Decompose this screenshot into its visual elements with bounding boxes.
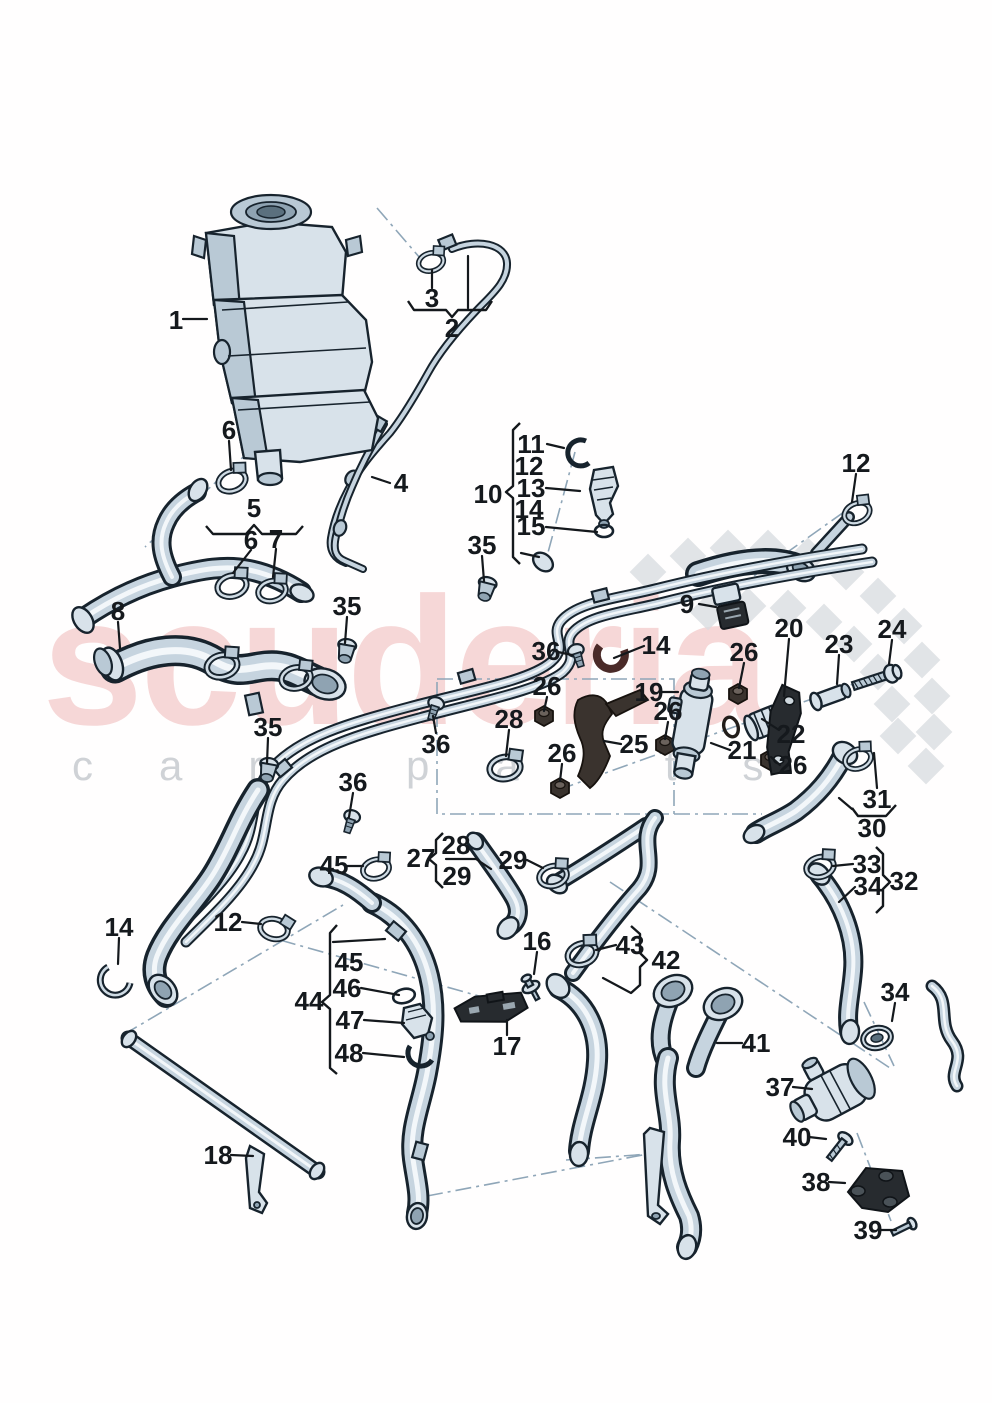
bolt-23 [809, 682, 852, 712]
bracket-38 [846, 1166, 911, 1214]
big-coolant-hose [92, 643, 347, 717]
pin-16 [520, 973, 541, 1002]
expansion-tank [190, 193, 380, 487]
clamp-12-top [838, 491, 877, 527]
hose-lower-left [143, 790, 258, 1011]
nut-26-c [728, 683, 748, 705]
bracket-group-2 [407, 300, 493, 319]
coolant-pipes-and-hoses [71, 193, 958, 1261]
clip-48 [405, 1044, 435, 1069]
y-hose [71, 477, 315, 634]
clamp-6-upper [213, 459, 253, 495]
screw-39 [889, 1216, 918, 1237]
bracket-group-42 [630, 925, 649, 994]
pipe-18 [119, 1029, 327, 1215]
hose-30 [742, 740, 859, 845]
clamp-33 [802, 846, 841, 880]
clamp-45 [359, 849, 396, 881]
pipe-bracket-strap [244, 1144, 269, 1215]
screw-24 [850, 663, 903, 692]
bracket-17 [453, 990, 529, 1023]
group-brackets [205, 300, 897, 1075]
bracket-25 [573, 688, 650, 790]
leader-lines [116, 254, 898, 1232]
valve-19 [667, 667, 714, 780]
clip-11 [565, 437, 591, 469]
bolt-35-a [473, 574, 499, 604]
screw-40 [825, 1131, 854, 1163]
bracket-group-30 [851, 804, 897, 818]
small-parts [96, 243, 918, 1237]
bracket-group-44 [320, 924, 338, 1075]
seal-ring-14 [592, 643, 629, 673]
clip-14-left [96, 963, 134, 999]
sensor-47 [400, 1002, 435, 1041]
sensor-13 [588, 465, 620, 529]
cap-34 [860, 1024, 894, 1052]
bracket-group-10 [504, 422, 521, 565]
hose-45 [308, 866, 434, 1231]
bracket-group-5 [205, 523, 304, 536]
o-ring-21 [721, 715, 741, 739]
clamp-12-left [258, 910, 296, 944]
hose-41 [642, 973, 744, 1261]
bracket-9 [711, 582, 750, 630]
bracket-group-32 [875, 846, 892, 914]
o-ring-46 [391, 987, 417, 1005]
bracket-group-27 [427, 832, 444, 889]
pump-37 [789, 1056, 876, 1123]
hose-42 [545, 972, 597, 1168]
